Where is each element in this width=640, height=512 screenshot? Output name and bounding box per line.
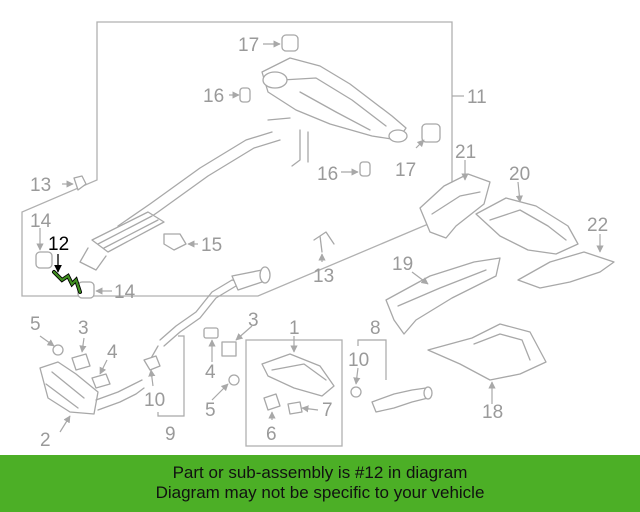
heat-shield-19: [385, 257, 501, 335]
callout-7: 7: [322, 400, 333, 421]
callout-16-top: 16: [203, 86, 224, 107]
callout-10-left: 10: [144, 390, 165, 411]
callout-labels: 17 16 11 17 16 13 14 12 15 14 13 21 20 2…: [30, 35, 608, 451]
callout-4-mid: 4: [205, 362, 216, 383]
callout-2: 2: [40, 430, 51, 451]
callout-5-mid: 5: [205, 400, 216, 421]
callout-20: 20: [509, 164, 530, 185]
callout-13-lower: 13: [313, 266, 334, 287]
leader-lines: [36, 40, 604, 433]
center-catalytic-converter: [261, 353, 335, 415]
exhaust-system-diagram: 17 16 11 17 16 13 14 12 15 14 13 21 20 2…: [21, 21, 615, 451]
callout-10-right: 10: [348, 350, 369, 371]
front-pipe-assembly: [143, 266, 271, 417]
stud-13: [73, 175, 87, 191]
banner-line-part: Part or sub-assembly is #12 in diagram: [172, 462, 468, 482]
info-banner: Part or sub-assembly is #12 in diagram D…: [0, 455, 640, 512]
heat-shield-22: [517, 251, 615, 289]
callout-16-right: 16: [317, 164, 338, 185]
callout-1: 1: [289, 318, 300, 339]
banner-line-disclaimer: Diagram may not be specific to your vehi…: [155, 482, 485, 502]
callout-17-top: 17: [238, 35, 259, 56]
callout-17-right: 17: [395, 160, 416, 181]
callout-3-mid: 3: [248, 310, 259, 331]
callout-21: 21: [455, 142, 476, 163]
hanger-17-top: [281, 34, 299, 52]
callout-13-left: 13: [30, 175, 51, 196]
hanger-16-top: [239, 87, 251, 103]
callout-3-left: 3: [78, 318, 89, 339]
bracket-13-lower: [313, 231, 335, 253]
callout-14-left: 14: [30, 211, 52, 232]
hanger-14-left: [35, 251, 53, 269]
hanger-16-right: [359, 161, 371, 177]
rear-muffler: [261, 57, 408, 143]
callout-22: 22: [587, 215, 608, 236]
rear-pipe-assembly: [350, 339, 433, 413]
callout-18: 18: [482, 402, 503, 423]
bracket-15: [163, 233, 187, 251]
callout-4-left: 4: [107, 342, 118, 363]
front-resonator: [79, 211, 165, 271]
part-12-highlighted: [52, 254, 82, 294]
heat-shield-21: [419, 173, 491, 239]
callout-6: 6: [266, 424, 277, 445]
callout-15: 15: [201, 235, 222, 256]
heat-shield-18: [427, 323, 547, 381]
callout-5-left: 5: [30, 314, 41, 335]
callout-8: 8: [370, 318, 381, 339]
hanger-17-right: [421, 123, 441, 143]
left-catalytic-converter: [39, 344, 145, 415]
callout-19: 19: [392, 254, 413, 275]
callout-9: 9: [165, 424, 176, 445]
heat-shield-20: [475, 197, 579, 255]
callout-11: 11: [467, 87, 487, 108]
callout-14-bottom: 14: [114, 282, 136, 303]
callout-12: 12: [48, 234, 69, 255]
